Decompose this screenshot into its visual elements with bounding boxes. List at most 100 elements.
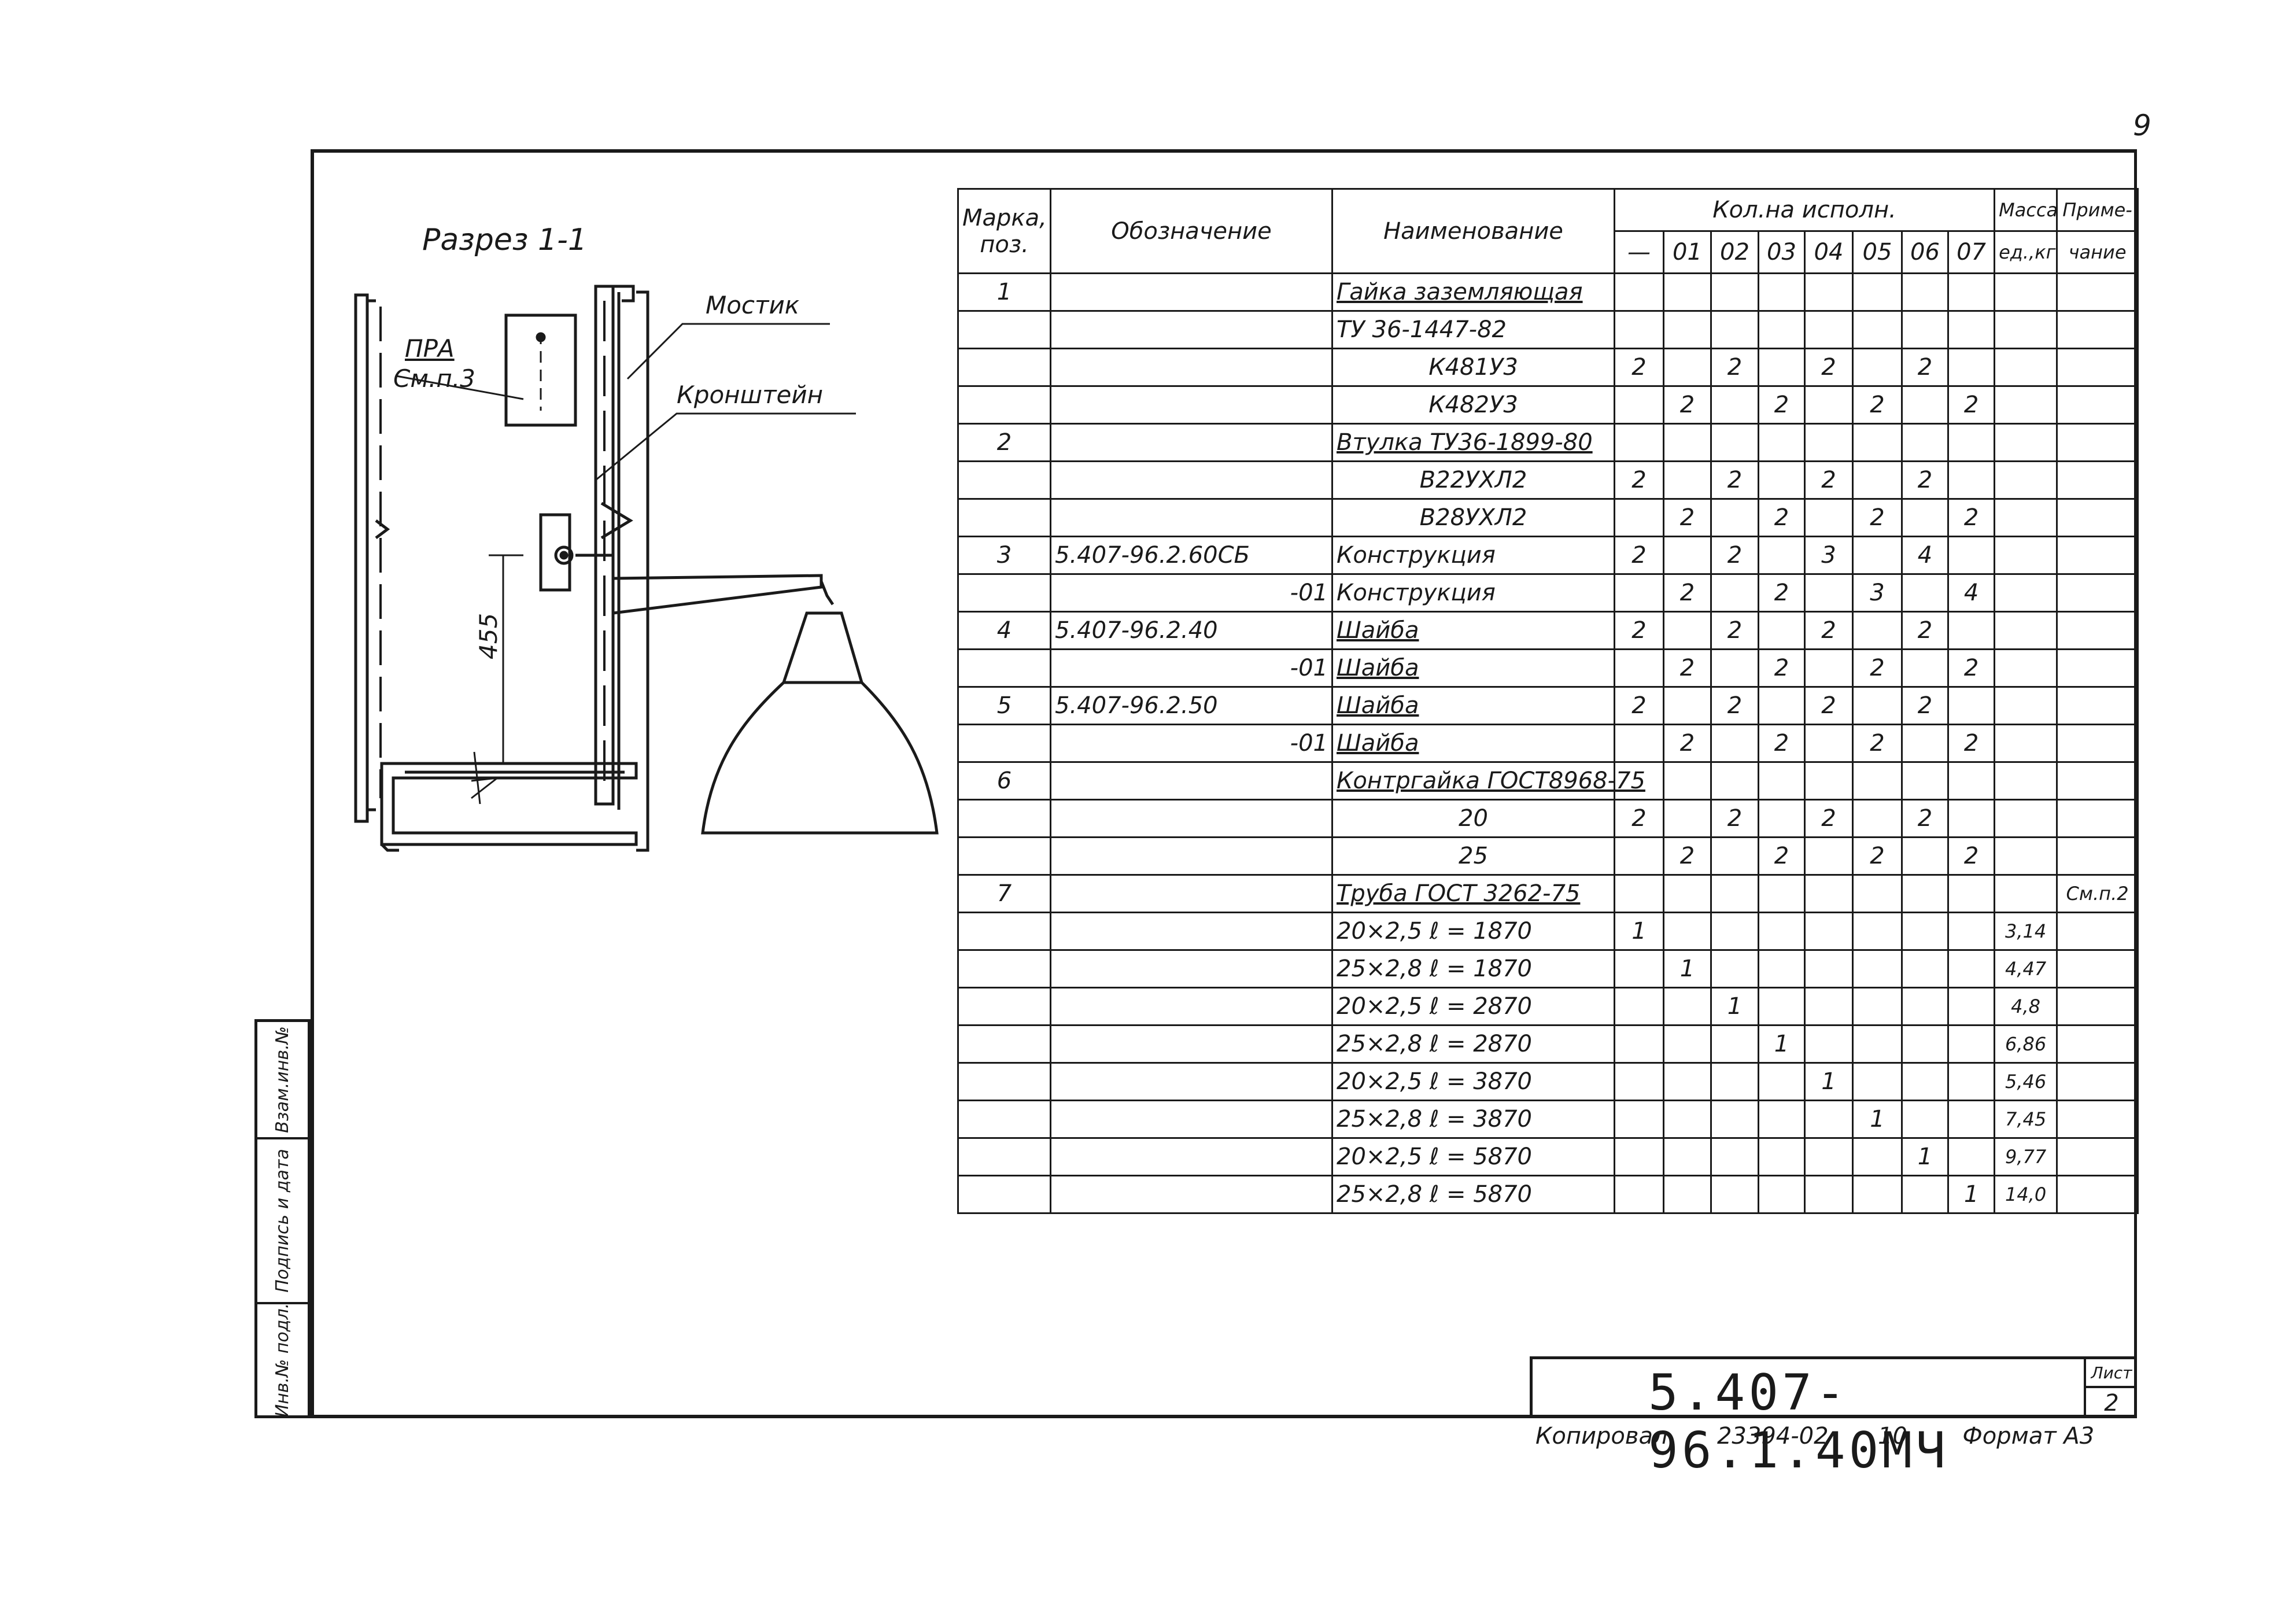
header-prim-2: чание (2056, 230, 2139, 274)
cell-poz (957, 1137, 1051, 1176)
cell-naimenovanie: 25 (1331, 836, 1615, 876)
cell-qty-6 (1901, 987, 1949, 1026)
cell-qty-2 (1710, 836, 1759, 876)
cell-qty-4 (1804, 423, 1854, 462)
cell-qty-0 (1614, 1062, 1664, 1101)
cell-prim (2056, 724, 2139, 763)
cell-poz (957, 460, 1051, 500)
cell-qty-7 (1947, 536, 1996, 575)
cell-poz (957, 648, 1051, 688)
cell-naimenovanie: 20 (1331, 799, 1615, 838)
cell-poz (957, 949, 1051, 988)
cell-qty-3 (1758, 1175, 1806, 1214)
cell-naimenovanie: 20×2,5 ℓ = 2870 (1331, 987, 1615, 1026)
cell-qty-5 (1852, 799, 1903, 838)
cell-qty-4: 1 (1804, 1062, 1854, 1101)
cell-qty-2: 2 (1710, 536, 1759, 575)
cell-qty-1 (1663, 1175, 1712, 1214)
cell-naimenovanie: Контргайка ГОСТ8968-75 (1331, 761, 1645, 801)
cell-qty-3 (1758, 1062, 1806, 1101)
cell-qty-3 (1758, 799, 1806, 838)
cell-qty-1: 2 (1663, 385, 1712, 425)
cell-qty-7 (1947, 460, 1996, 500)
cell-qty-7 (1947, 1137, 1996, 1176)
cell-poz (957, 310, 1051, 349)
cell-qty-3: 2 (1758, 573, 1806, 613)
header-col-7: 07 (1947, 230, 1996, 274)
cell-naimenovanie: 25×2,8 ℓ = 3870 (1331, 1100, 1615, 1139)
cell-massa: 4,8 (1994, 987, 2058, 1026)
cell-qty-7: 2 (1947, 724, 1996, 763)
cell-poz: 5 (957, 686, 1051, 725)
header-marka: Марка, поз. (957, 188, 1051, 274)
cell-naimenovanie: К482У3 (1331, 385, 1615, 425)
bridge-column (594, 285, 615, 806)
cell-qty-3 (1758, 987, 1806, 1026)
cell-qty-5 (1852, 1137, 1903, 1176)
footer-format: Формат А3 (1962, 1423, 2095, 1449)
cell-qty-6: 2 (1901, 611, 1949, 650)
cell-qty-6 (1901, 423, 1949, 462)
cell-oboznachenie: 5.407-96.2.40 (1050, 611, 1333, 650)
cell-qty-3 (1758, 1100, 1806, 1139)
side-cell-podpis: Подпись и дата (257, 1139, 308, 1304)
cell-prim (2056, 1062, 2139, 1101)
cell-prim (2056, 385, 2139, 425)
cell-oboznachenie (1050, 423, 1333, 462)
cell-qty-6 (1901, 573, 1949, 613)
cell-qty-4: 3 (1804, 536, 1854, 575)
cell-qty-2 (1710, 648, 1759, 688)
cell-qty-4 (1804, 836, 1854, 876)
cell-qty-5: 2 (1852, 836, 1903, 876)
cell-qty-7 (1947, 611, 1996, 650)
cell-qty-2 (1710, 1024, 1759, 1064)
sheet-number: 9 (2133, 109, 2151, 142)
cell-qty-1 (1663, 272, 1712, 312)
cell-oboznachenie (1050, 348, 1333, 387)
cell-qty-3 (1758, 348, 1806, 387)
cell-qty-3: 2 (1758, 724, 1806, 763)
cell-poz: 2 (957, 423, 1051, 462)
cell-qty-1 (1663, 987, 1712, 1026)
cell-qty-3: 2 (1758, 385, 1806, 425)
cell-qty-4 (1804, 724, 1854, 763)
cell-qty-7: 2 (1947, 385, 1996, 425)
cell-prim (2056, 949, 2139, 988)
cell-massa (1994, 498, 2058, 537)
cell-qty-4 (1804, 385, 1854, 425)
cell-qty-0 (1614, 310, 1664, 349)
cell-massa (1994, 761, 2058, 801)
cell-naimenovanie: 25×2,8 ℓ = 1870 (1331, 949, 1615, 988)
cell-qty-0: 1 (1614, 912, 1664, 951)
cell-prim: См.п.2 (2056, 874, 2139, 913)
cell-prim (2056, 799, 2139, 838)
cell-qty-5 (1852, 272, 1903, 312)
cell-qty-2: 2 (1710, 686, 1759, 725)
cell-oboznachenie (1050, 874, 1333, 913)
cell-qty-4 (1804, 648, 1854, 688)
cell-oboznachenie (1050, 1062, 1333, 1101)
cell-qty-3 (1758, 912, 1806, 951)
cell-massa: 5,46 (1994, 1062, 2058, 1101)
cell-prim (2056, 573, 2139, 613)
cell-qty-1: 2 (1663, 836, 1712, 876)
cell-qty-6 (1901, 836, 1949, 876)
cell-qty-0 (1614, 1137, 1664, 1176)
cell-poz (957, 724, 1051, 763)
cell-prim (2056, 686, 2139, 725)
cell-qty-2 (1710, 724, 1759, 763)
cell-prim (2056, 498, 2139, 537)
cell-massa: 9,77 (1994, 1137, 2058, 1176)
cell-qty-7 (1947, 686, 1996, 725)
cell-qty-6 (1901, 1062, 1949, 1101)
bottom-channel (380, 762, 638, 846)
cell-qty-1 (1663, 1100, 1712, 1139)
cell-qty-2: 2 (1710, 799, 1759, 838)
cell-prim (2056, 611, 2139, 650)
